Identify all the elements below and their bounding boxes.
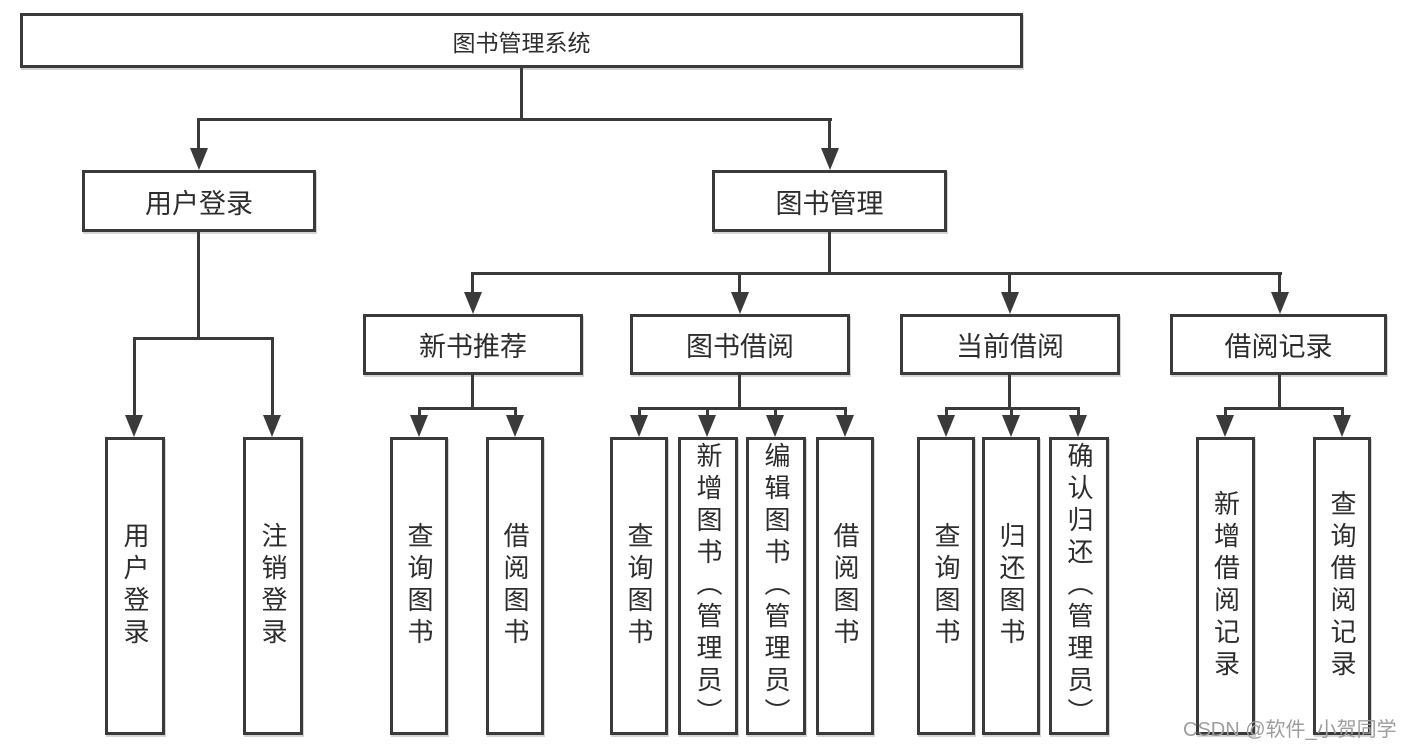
arrowhead-leaf-query1 — [410, 415, 428, 437]
node-book-borrow: 图书借阅 — [630, 314, 850, 375]
connector-to-leaf-add-books — [706, 407, 709, 419]
connector-to-leaf-query-record — [1341, 407, 1344, 419]
leaf-return-books-label: 归还图书 — [996, 522, 1026, 650]
arrowhead-leaf-query2 — [630, 415, 648, 437]
connector-user-login-riser — [197, 232, 200, 340]
connector-to-leaf-user-login — [133, 337, 136, 417]
leaf-user-login-label: 用户登录 — [120, 522, 150, 650]
connector-to-leaf-borrow1 — [514, 407, 517, 419]
connector-to-leaf-return — [1010, 407, 1013, 419]
leaf-query-books-2-label: 查询图书 — [624, 522, 654, 650]
leaf-query-books-3-label: 查询图书 — [931, 522, 961, 650]
leaf-confirm-return-admin: 确认归还（管理员） — [1049, 437, 1109, 735]
leaf-borrow-books-2-label: 借阅图书 — [830, 522, 860, 650]
connector-borrow-records-hline — [1224, 407, 1344, 410]
leaf-borrow-books-2: 借阅图书 — [816, 437, 874, 735]
node-user-login: 用户登录 — [82, 170, 316, 232]
connector-to-leaf-borrow2 — [844, 407, 847, 419]
leaf-query-books-1: 查询图书 — [390, 437, 448, 735]
connector-new-book-riser — [471, 375, 474, 410]
node-root-label: 图书管理系统 — [452, 29, 591, 56]
leaf-query-borrow-record: 查询借阅记录 — [1313, 437, 1371, 735]
connector-to-leaf-add-record — [1224, 407, 1227, 419]
leaf-query-books-3: 查询图书 — [917, 437, 975, 735]
leaf-logout: 注销登录 — [243, 437, 303, 735]
leaf-borrow-books-1: 借阅图书 — [486, 437, 544, 735]
arrowhead-leaf-user-login — [125, 415, 143, 437]
arrowhead-leaf-return — [1002, 415, 1020, 437]
connector-book-management-riser — [828, 232, 831, 275]
connector-to-user-login — [197, 118, 200, 150]
connector-to-leaf-query2 — [638, 407, 641, 419]
connector-to-leaf-confirm-return — [1077, 407, 1080, 419]
connector-to-leaf-query3 — [945, 407, 948, 419]
connector-book-borrow-hline — [638, 407, 847, 410]
leaf-logout-label: 注销登录 — [258, 522, 288, 650]
connector-borrow-records-riser — [1278, 375, 1281, 410]
node-book-borrow-label: 图书借阅 — [686, 332, 794, 362]
arrowhead-leaf-borrow2 — [836, 415, 854, 437]
connector-to-leaf-edit-books — [774, 407, 777, 419]
arrowhead-current-borrow — [1001, 292, 1019, 314]
arrowhead-borrow-records — [1271, 292, 1289, 314]
connector-user-login-hline — [133, 337, 274, 340]
connector-to-leaf-logout — [271, 337, 274, 417]
arrowhead-leaf-query-record — [1333, 415, 1351, 437]
node-book-management-label: 图书管理 — [775, 188, 884, 219]
node-user-login-label: 用户登录 — [145, 188, 253, 219]
connector-to-leaf-query1 — [418, 407, 421, 419]
connector-new-book-hline — [418, 407, 517, 410]
leaf-confirm-return-admin-label: 确认归还（管理员） — [1064, 442, 1094, 730]
leaf-add-books-admin-label: 新增图书（管理员） — [693, 442, 723, 730]
connector-to-book-borrow — [738, 272, 741, 294]
connector-root-riser — [520, 68, 523, 121]
connector-to-book-management — [828, 118, 831, 150]
connector-to-new-book-recommend — [471, 272, 474, 294]
node-new-book-recommend-label: 新书推荐 — [419, 332, 527, 362]
node-new-book-recommend: 新书推荐 — [363, 314, 583, 375]
leaf-add-books-admin: 新增图书（管理员） — [678, 437, 738, 735]
leaf-borrow-books-1-label: 借阅图书 — [500, 522, 530, 650]
arrowhead-user-login — [190, 148, 208, 170]
arrowhead-leaf-confirm-return — [1069, 415, 1087, 437]
connector-to-current-borrow — [1008, 272, 1011, 294]
node-borrow-records-label: 借阅记录 — [1224, 332, 1333, 362]
connector-level3-hline — [472, 272, 1282, 275]
leaf-edit-books-admin-label: 编辑图书（管理员） — [761, 442, 791, 730]
arrowhead-leaf-add-books — [698, 415, 716, 437]
leaf-query-borrow-record-label: 查询借阅记录 — [1327, 490, 1357, 682]
arrowhead-book-management — [821, 148, 839, 170]
connector-book-borrow-riser — [738, 375, 741, 410]
node-current-borrow: 当前借阅 — [900, 314, 1120, 375]
leaf-edit-books-admin: 编辑图书（管理员） — [746, 437, 806, 735]
leaf-user-login: 用户登录 — [105, 437, 165, 735]
connector-to-borrow-records — [1278, 272, 1281, 294]
leaf-add-borrow-record-label: 新增借阅记录 — [1210, 490, 1241, 682]
arrowhead-leaf-borrow1 — [506, 415, 524, 437]
arrowhead-leaf-query3 — [937, 415, 955, 437]
connector-level2-hline — [198, 118, 832, 121]
leaf-query-books-2: 查询图书 — [610, 437, 668, 735]
leaf-add-borrow-record: 新增借阅记录 — [1196, 437, 1255, 735]
arrowhead-leaf-edit-books — [766, 415, 784, 437]
leaf-return-books: 归还图书 — [982, 437, 1040, 735]
leaf-query-books-1-label: 查询图书 — [404, 522, 434, 650]
node-current-borrow-label: 当前借阅 — [956, 332, 1064, 362]
connector-current-borrow-riser — [1008, 375, 1011, 410]
csdn-watermark: CSDN @软件_小贺同学 — [1183, 719, 1397, 741]
arrowhead-new-book-recommend — [464, 292, 482, 314]
arrowhead-leaf-logout — [263, 415, 281, 437]
arrowhead-leaf-add-record — [1216, 415, 1234, 437]
node-root: 图书管理系统 — [20, 13, 1023, 68]
arrowhead-book-borrow — [731, 292, 749, 314]
node-borrow-records: 借阅记录 — [1170, 314, 1387, 375]
node-book-management: 图书管理 — [712, 170, 947, 232]
